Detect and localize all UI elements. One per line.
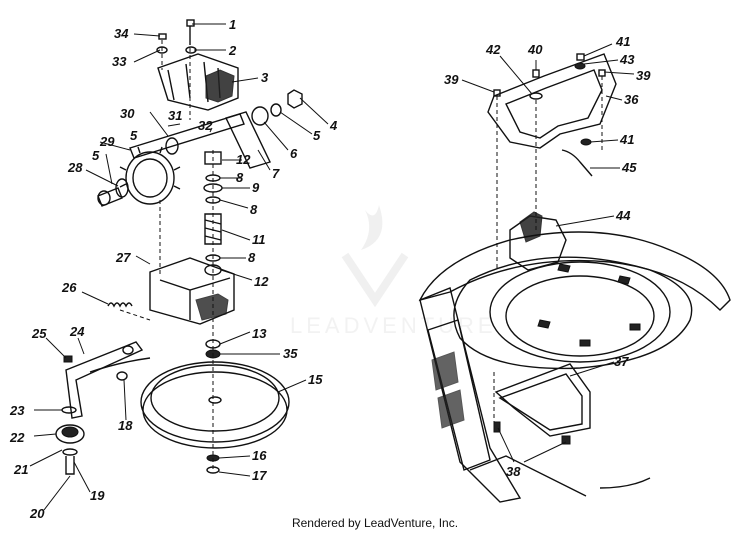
callout-33: 33 — [112, 54, 127, 69]
callout-41b: 41 — [619, 132, 634, 147]
callout-35: 35 — [283, 346, 298, 361]
callout-39b: 39 — [636, 68, 651, 83]
callout-30: 30 — [120, 106, 135, 121]
callout-44: 44 — [615, 208, 631, 223]
callout-7: 7 — [272, 166, 280, 181]
callout-23: 23 — [9, 403, 25, 418]
callout-9: 9 — [252, 180, 260, 195]
callout-25: 25 — [31, 326, 47, 341]
callout-45: 45 — [621, 160, 637, 175]
callout-16: 16 — [252, 448, 267, 463]
callout-38: 38 — [506, 464, 521, 479]
callout-5a: 5 — [130, 128, 138, 143]
leadventure-watermark: LEADVENTURE — [290, 205, 497, 338]
callout-1: 1 — [229, 17, 236, 32]
callout-12b: 12 — [254, 274, 269, 289]
callout-8b: 8 — [250, 202, 258, 217]
callout-29: 29 — [99, 134, 115, 149]
callout-17: 17 — [252, 468, 267, 483]
callout-40: 40 — [527, 42, 543, 57]
callout-34: 34 — [114, 26, 129, 41]
callout-41a: 41 — [615, 34, 630, 49]
callout-24: 24 — [69, 324, 85, 339]
callout-leaders — [29, 23, 635, 511]
callout-42: 42 — [485, 42, 501, 57]
callout-28: 28 — [67, 160, 83, 175]
callout-12a: 12 — [236, 152, 251, 167]
callout-39a: 39 — [444, 72, 459, 87]
callout-21: 21 — [13, 462, 28, 477]
callout-27: 27 — [115, 250, 131, 265]
callout-31: 31 — [168, 108, 182, 123]
callout-5c: 5 — [313, 128, 321, 143]
callout-8c: 8 — [248, 250, 256, 265]
callout-5b: 5 — [92, 148, 100, 163]
callout-15: 15 — [308, 372, 323, 387]
callout-2: 2 — [228, 43, 237, 58]
callout-3: 3 — [261, 70, 269, 85]
callout-13: 13 — [252, 326, 267, 341]
callout-36: 36 — [624, 92, 639, 107]
callout-37: 37 — [614, 354, 629, 369]
callout-26: 26 — [61, 280, 77, 295]
callout-4: 4 — [329, 118, 338, 133]
gearbox-assembly — [55, 19, 303, 475]
callout-6: 6 — [290, 146, 298, 161]
callout-11: 11 — [252, 232, 266, 247]
callout-19: 19 — [90, 488, 105, 503]
callout-32: 32 — [198, 118, 213, 133]
mower-deck-assembly — [418, 53, 731, 503]
callout-labels: 1 2 3 4 5 5 5 6 7 8 8 8 9 11 12 12 13 15… — [9, 17, 651, 521]
callout-22: 22 — [9, 430, 25, 445]
callout-18: 18 — [118, 418, 133, 433]
render-credit: Rendered by LeadVenture, Inc. — [291, 516, 459, 530]
watermark-text: LEADVENTURE — [290, 313, 497, 338]
callout-20: 20 — [29, 506, 45, 521]
callout-43: 43 — [619, 52, 635, 67]
callout-8a: 8 — [236, 170, 244, 185]
